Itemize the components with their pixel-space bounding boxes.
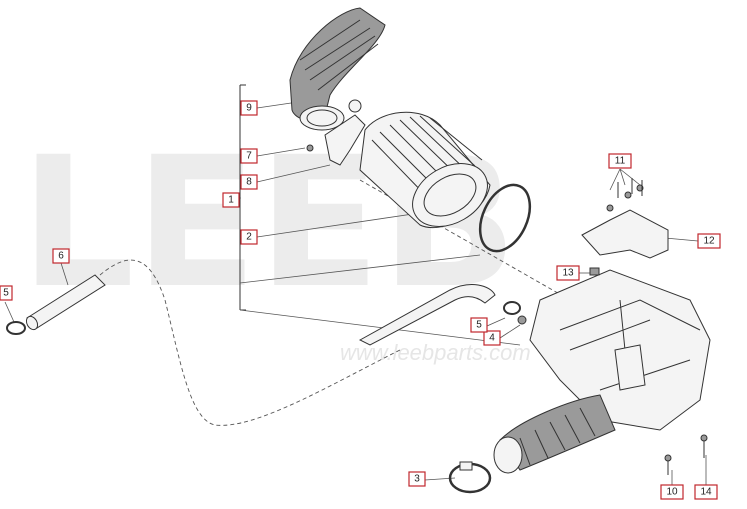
callout-9-label: 9 xyxy=(246,103,252,114)
leader-lines xyxy=(4,101,707,485)
bolts xyxy=(617,178,643,198)
filter-dashed-axis xyxy=(359,179,571,301)
callout-6: 6 xyxy=(52,248,70,264)
routing-dashed-line xyxy=(99,259,401,426)
curved-tube xyxy=(358,284,496,346)
group-bracket xyxy=(235,84,246,311)
callout-12: 12 xyxy=(697,233,721,249)
callout-1-label: 1 xyxy=(228,195,234,206)
hose-clamp-small-left xyxy=(6,321,26,335)
callout-14-label: 14 xyxy=(700,487,712,498)
callout-2: 2 xyxy=(240,229,258,245)
callout-5-right-label: 5 xyxy=(476,320,482,331)
breather-hose xyxy=(25,274,106,331)
callout-9: 9 xyxy=(240,100,258,116)
mounting-plate xyxy=(324,99,366,166)
callout-5-left: 5 xyxy=(0,285,13,301)
callout-4: 4 xyxy=(483,330,501,346)
callout-3: 3 xyxy=(408,471,426,487)
grommet xyxy=(517,315,527,325)
callout-7: 7 xyxy=(240,148,258,164)
callout-13: 13 xyxy=(556,265,580,281)
callout-11-label: 11 xyxy=(615,156,626,167)
mounting-bracket xyxy=(581,184,669,259)
callout-2-label: 2 xyxy=(246,232,252,243)
callout-4-label: 4 xyxy=(489,333,495,344)
o-ring-seal xyxy=(478,183,532,253)
callout-13-label: 13 xyxy=(562,268,574,279)
callout-1: 1 xyxy=(222,192,240,208)
callout-5-right: 5 xyxy=(470,317,488,333)
clip xyxy=(589,267,600,276)
intake-snorkel xyxy=(493,394,616,474)
bottom-fasteners xyxy=(664,434,708,475)
callout-8: 8 xyxy=(240,174,258,190)
hose-clamp-large xyxy=(448,461,492,494)
air-box-housing xyxy=(529,269,711,431)
hose-clamp-small-right xyxy=(503,301,521,315)
callout-6-label: 6 xyxy=(58,251,64,262)
air-filter-element xyxy=(359,111,491,229)
callout-11: 11 xyxy=(608,153,632,169)
callout-12-label: 12 xyxy=(703,236,715,247)
callout-14: 14 xyxy=(694,484,718,500)
callout-7-label: 7 xyxy=(246,151,252,162)
callout-3-label: 3 xyxy=(414,474,420,485)
screw xyxy=(306,144,314,152)
callout-10: 10 xyxy=(660,484,684,500)
callout-5-left-label: 5 xyxy=(3,288,9,299)
callout-10-label: 10 xyxy=(666,487,678,498)
intake-elbow-hose xyxy=(289,7,386,131)
callout-8-label: 8 xyxy=(246,177,252,188)
